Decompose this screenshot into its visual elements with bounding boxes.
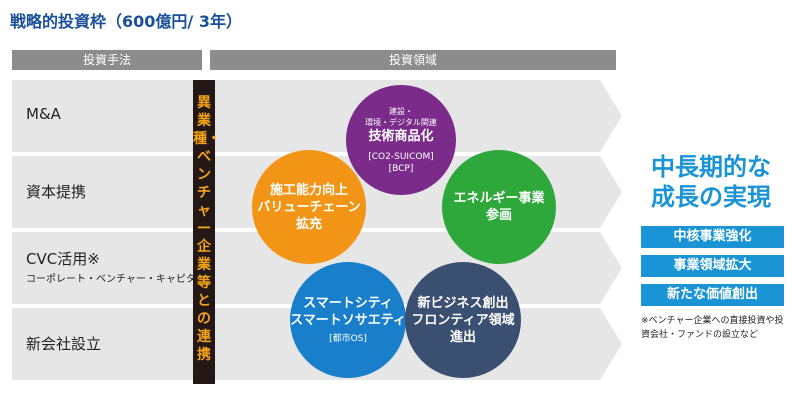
header-investment-domain: 投資領域 [210,50,616,70]
circle-new-business: 新ビジネス創出 フロンティア領域 進出 [405,262,521,378]
row-label-cvc: CVC活用※ [26,250,100,268]
circle-top-note-2: [BCP] [388,163,414,174]
circle-bl-note: [都市OS] [329,334,367,344]
circle-br-line1: 新ビジネス創出 [417,295,509,311]
circle-tech-commercialization: 建設・ 環境・デジタル関連 技術商品化 [CO2-SUICOM] [BCP] [346,85,456,195]
row-label-ma: M&A [26,105,61,123]
circle-smart-city: スマートシティ スマートソサエティ [都市OS] [290,262,406,378]
circle-br-line3: 進出 [449,329,476,345]
goal-line1: 中長期的な [651,153,771,181]
header-investment-method: 投資手法 [12,50,202,70]
vertical-collaboration-bar: 異業種・ベンチャー企業等との連携 [193,80,221,384]
row-label-new-company: 新会社設立 [26,335,102,353]
circle-left-line2: バリューチェーン [257,199,361,215]
circle-top-note-1: [CO2-SUICOM] [368,151,434,162]
circle-bl-line2: スマートソサエティ [290,313,406,328]
goal-item-new-value: 新たな価値創出 [641,284,784,306]
row-label-capital-alliance: 資本提携 [26,183,87,201]
goal-line2: 成長の実現 [651,183,771,211]
vertical-collaboration-text: 異業種・ベンチャー企業等との連携 [193,95,221,363]
page-title: 戦略的投資枠（600億円/ 3年） [10,12,242,31]
circle-construction-capability: 施工能力向上 バリューチェーン 拡充 [252,150,366,264]
circle-left-line1: 施工能力向上 [269,182,348,198]
row-ma: M&A [12,80,622,152]
row-arrow-shape [12,80,622,152]
footnote: ※ベンチャー企業への直接投資や投資会社・ファンドの設立など [641,316,784,340]
goal-item-core-business: 中核事業強化 [641,226,784,248]
circle-energy-business: エネルギー事業 参画 [442,150,556,264]
row-sublabel-cvc: コーポレート・ベンチャー・キャピタル [26,274,206,285]
circle-top-small-2: 環境・デジタル関連 [365,117,437,127]
circle-right-line1: エネルギー事業 [453,191,545,206]
goal-heading: 中長期的な 成長の実現 [636,152,786,212]
circle-top-main: 技術商品化 [368,128,434,144]
circle-top-small-1: 建設・ [389,106,413,116]
circle-right-line2: 参画 [485,208,512,223]
circle-left-line3: 拡充 [295,216,322,232]
circle-br-line2: フロンティア領域 [411,312,515,328]
goal-item-domain-expansion: 事業領域拡大 [641,255,784,277]
circle-bl-line1: スマートシティ [303,296,393,311]
